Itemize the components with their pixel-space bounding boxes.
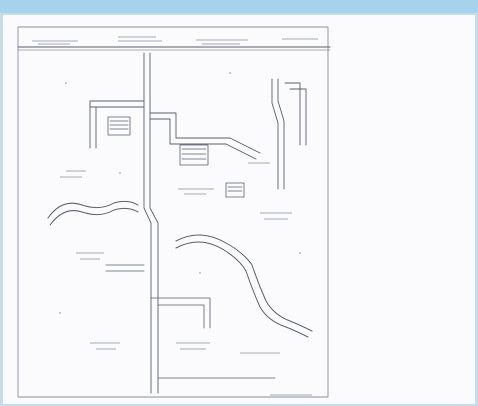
map-sheet <box>3 15 475 404</box>
label-scribbles <box>32 36 318 396</box>
paper <box>3 15 475 404</box>
road-north-east <box>271 78 307 190</box>
scan-dots <box>59 72 301 314</box>
road-east <box>149 112 261 160</box>
main-road <box>143 52 159 394</box>
top-bar <box>0 0 478 13</box>
lower-streets <box>105 264 276 379</box>
map-border <box>17 26 329 398</box>
river-icon <box>47 200 313 338</box>
hand-drawn-sketch-map-icon <box>17 26 331 398</box>
hatched-building-icon <box>107 116 245 198</box>
road-north-west <box>89 100 145 149</box>
